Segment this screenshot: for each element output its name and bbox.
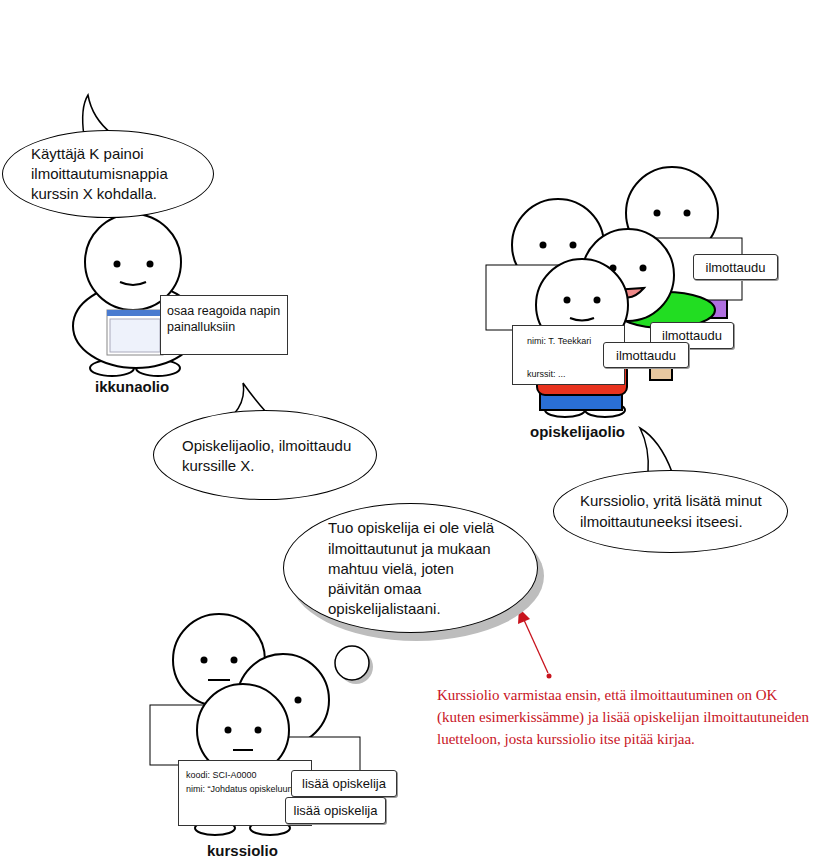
annotation-leader-part	[547, 674, 552, 679]
object-label: ikkunaolio	[95, 378, 169, 395]
kurssi-figures-part	[255, 727, 262, 734]
thought-bubble-dot-part	[335, 646, 369, 680]
kurssi-figures-part	[201, 657, 208, 664]
opiskelija-figures	[486, 167, 742, 417]
ikkuna-figure-part	[107, 310, 163, 355]
opiskelija-figures-part	[684, 210, 691, 217]
ikkuna-figure-part	[107, 310, 163, 316]
opiskelija-figures-part	[570, 242, 577, 249]
object-label: kurssiolio	[207, 842, 278, 859]
button: ilmottaudu	[693, 254, 778, 280]
node-text: koodi: SCI-A0000	[186, 770, 305, 781]
button: ilmottaudu	[603, 342, 689, 368]
ikkuna-figure-part	[114, 261, 121, 268]
speech-bubble: Käyttäjä K painoi ilmoittautumisnappia k…	[2, 130, 214, 218]
thought-bubble: Tuo opiskelija ei ole vielä ilmoittautun…	[283, 503, 538, 633]
opiskelija-figures-part	[564, 297, 571, 304]
node-text: lisää opiskelija	[294, 803, 378, 818]
node-text: Opiskelijaolio, ilmoittaudu kurssille X.	[182, 436, 356, 477]
opiskelija-figures-part	[540, 242, 547, 249]
opiskelija-figures-part	[654, 210, 661, 217]
node-text: lisää opiskelija	[302, 776, 386, 791]
ikkuna-figure-part	[120, 282, 146, 285]
speech-bubble: Kurssiolio, yritä lisätä minut ilmoittau…	[553, 470, 788, 553]
node-text: osaa reagoida napin painalluksiin	[167, 304, 281, 335]
opiskelija-figures-part	[594, 297, 601, 304]
kurssi-figures-part	[233, 749, 253, 751]
speech-bubble: Opiskelijaolio, ilmoittaudu kurssille X.	[153, 410, 377, 500]
kurssi-figures-part	[225, 727, 232, 734]
button: lisää opiskelija	[291, 770, 397, 797]
node-text: kurssit: ...	[527, 369, 618, 380]
kurssi-figures-part	[295, 697, 302, 704]
bubble-tails-part	[640, 428, 672, 474]
node-text: ilmottaudu	[662, 328, 722, 343]
opiskelija-figures-part	[570, 318, 594, 321]
kurssi-figures-part	[208, 679, 230, 681]
button: lisää opiskelija	[285, 797, 386, 824]
sign-card: osaa reagoida napin painalluksiin	[160, 295, 288, 355]
node-text: Käyttäjä K painoi ilmoittautumisnappia k…	[31, 144, 193, 205]
opiskelija-figures-part	[640, 265, 647, 272]
ikkuna-figure-part	[110, 319, 160, 352]
node-text: Tuo opiskelija ei ole vielä ilmoittautun…	[328, 518, 503, 619]
thought-bubble-dot	[335, 646, 373, 684]
ikkuna-figure-part	[147, 261, 154, 268]
node-text: nimi: “Johdatus opiskeluun”	[186, 784, 305, 795]
node-text: ilmottaudu	[616, 348, 676, 363]
node-text: ilmottaudu	[706, 260, 766, 275]
kurssi-figures-part	[231, 657, 238, 664]
annotation-note: Kurssiolio varmistaa ensin, että ilmoitt…	[437, 684, 815, 750]
annotation-leader-part	[524, 620, 548, 673]
annotation-leader-part	[518, 608, 530, 624]
annotation-leader	[518, 608, 552, 679]
object-label: opiskelijaolio	[530, 423, 625, 440]
node-text: Kurssiolio, yritä lisätä minut ilmoittau…	[580, 491, 765, 532]
